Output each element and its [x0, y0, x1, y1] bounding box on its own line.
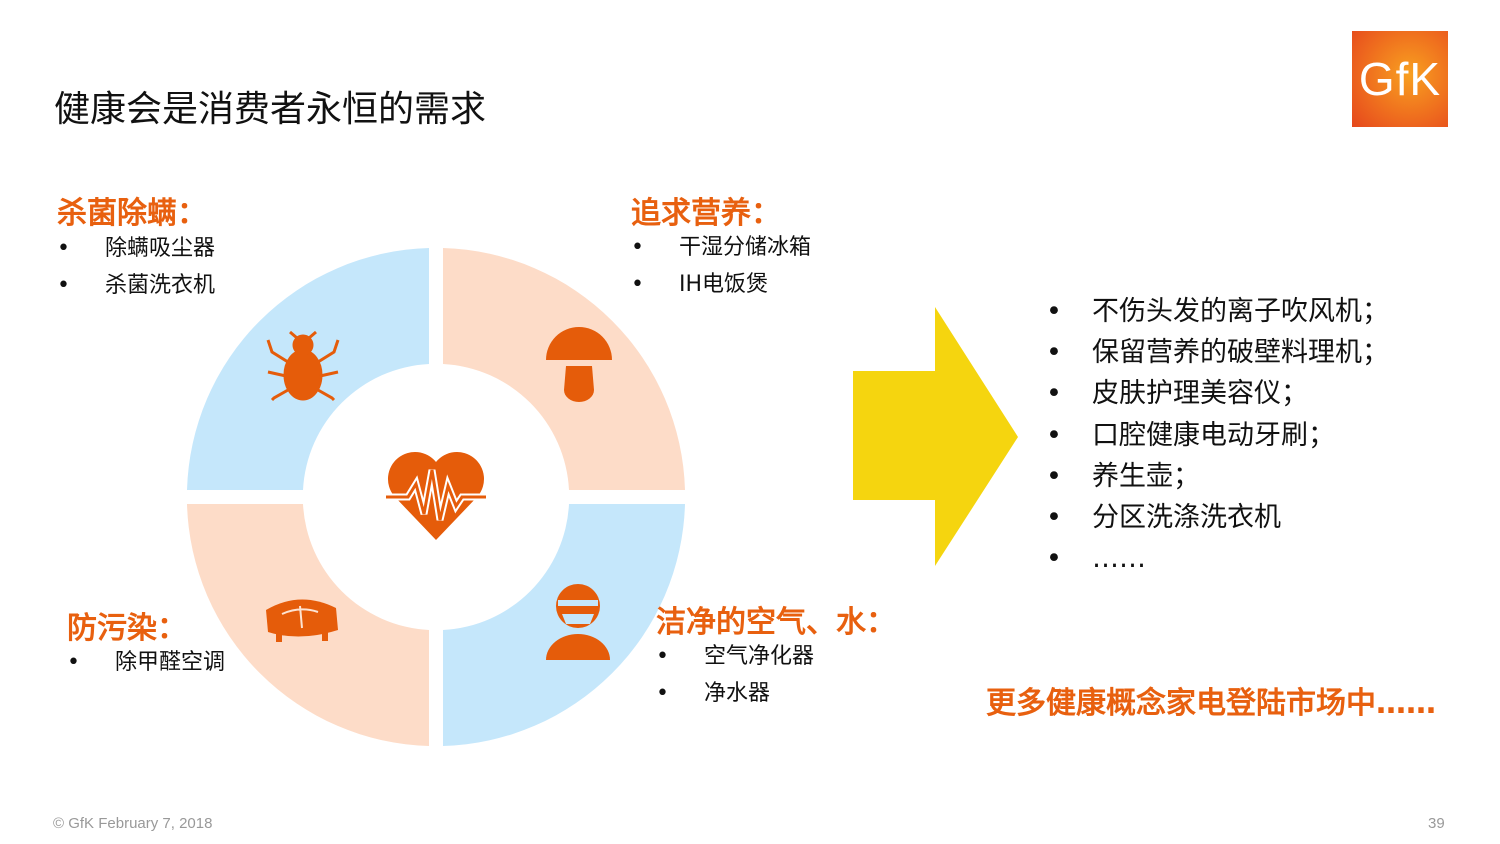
- right-arrow: [853, 307, 1018, 566]
- list-item: 空气净化器: [704, 644, 815, 669]
- bullet: •: [1046, 337, 1062, 369]
- mite-icon: [266, 330, 340, 402]
- list-item: 除甲醛空调: [115, 650, 226, 675]
- mushroom-icon: [546, 327, 612, 402]
- bullet: •: [1046, 543, 1062, 575]
- quadrant-top-right: [443, 248, 685, 490]
- list-item: 净水器: [704, 681, 771, 706]
- list-item: 保留营养的破壁料理机；: [1092, 337, 1389, 369]
- list-item: 除螨吸尘器: [105, 236, 216, 261]
- heading-anti-pollution: 防污染：: [67, 611, 187, 646]
- list-anti-pollution: • 除甲醛空调: [67, 644, 225, 681]
- list-item: 杀菌洗衣机: [105, 273, 216, 298]
- bullet: •: [67, 650, 80, 675]
- page-title: 健康会是消费者永恒的需求: [54, 89, 487, 130]
- quadrant-bottom-right: [443, 504, 685, 746]
- footer-copyright: © GfK February 7, 2018: [53, 815, 213, 832]
- call-to-action-text: 更多健康概念家电登陆市场中……: [986, 686, 1436, 721]
- list-item: 干湿分储冰箱: [679, 235, 812, 260]
- list-item: ……: [1092, 543, 1146, 575]
- heading-clean-air-water: 洁净的空气、水：: [656, 605, 896, 640]
- sofa-icon: [266, 599, 338, 642]
- masked-person-icon: [546, 584, 610, 660]
- list-item: 口腔健康电动牙刷；: [1092, 419, 1335, 451]
- bullet: •: [57, 273, 70, 298]
- page-number: 39: [1428, 815, 1445, 832]
- bullet: •: [656, 681, 669, 706]
- product-list: • 不伤头发的离子吹风机； • 保留营养的破壁料理机； • 皮肤护理美容仪； • 口腔健…: [1046, 291, 1389, 579]
- bullet: •: [631, 272, 644, 297]
- heartbeat-icon: [386, 451, 486, 540]
- bullet: •: [656, 644, 669, 669]
- list-item: 不伤头发的离子吹风机；: [1092, 296, 1389, 327]
- gfk-logo: GfK: [1352, 31, 1448, 127]
- bullet: •: [631, 235, 644, 260]
- list-item: IH电饭煲: [679, 272, 769, 297]
- list-clean-air-water: • 空气净化器 • 净水器: [656, 638, 814, 712]
- bullet: •: [57, 236, 70, 261]
- list-item: 分区洗涤洗衣机: [1092, 502, 1281, 534]
- list-nutrition: • 干湿分储冰箱 • IH电饭煲: [631, 229, 811, 303]
- heading-sterilize: 杀菌除螨：: [57, 196, 207, 231]
- bullet: •: [1046, 296, 1062, 327]
- list-item: 养生壶；: [1092, 460, 1200, 492]
- list-sterilize: • 除螨吸尘器 • 杀菌洗衣机: [57, 230, 215, 304]
- bullet: •: [1046, 419, 1062, 451]
- heading-nutrition: 追求营养：: [631, 196, 781, 231]
- bullet: •: [1046, 460, 1062, 492]
- list-item: 皮肤护理美容仪；: [1092, 378, 1308, 410]
- bullet: •: [1046, 502, 1062, 534]
- bullet: •: [1046, 378, 1062, 410]
